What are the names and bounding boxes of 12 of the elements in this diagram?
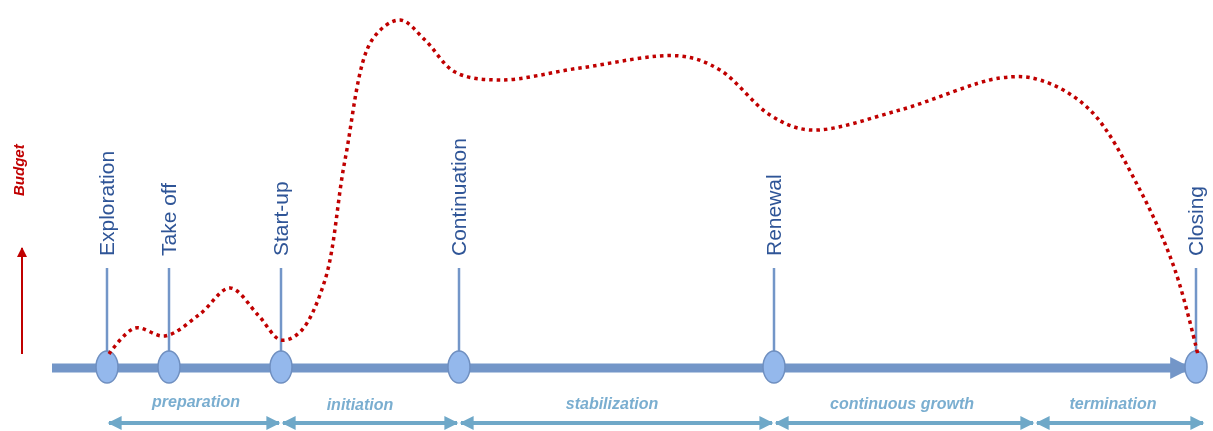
phase-label: stabilization: [565, 396, 659, 412]
milestone-label: Take off: [158, 182, 179, 256]
milestone-label: Closing: [1185, 185, 1206, 256]
phase-label: continuous growth: [830, 396, 974, 412]
milestone-label: Renewal: [763, 174, 784, 256]
phase-label: preparation: [152, 394, 240, 410]
milestone-label: Continuation: [448, 138, 469, 256]
axis-label: Budget: [11, 144, 26, 196]
phase-label: initiation: [326, 397, 394, 413]
milestone-label: Exploration: [96, 150, 117, 256]
milestone-label: Start-up: [270, 181, 291, 256]
phase-label: termination: [1069, 396, 1157, 412]
